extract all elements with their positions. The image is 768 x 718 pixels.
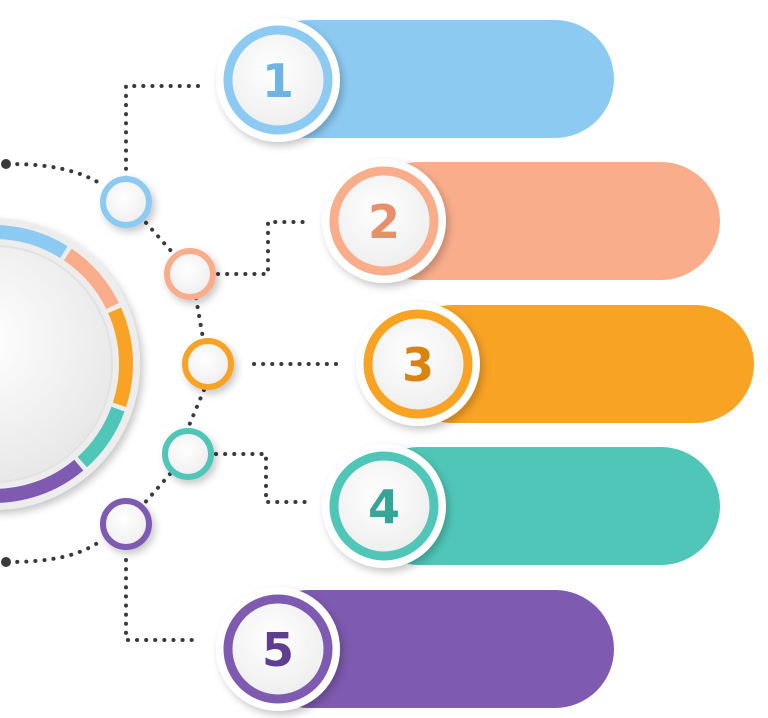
- step-4-number: 4: [368, 480, 400, 534]
- connector-3-to-4: [186, 388, 206, 430]
- step-5-bar: [250, 590, 614, 708]
- step-3-badge-ring: [363, 309, 473, 419]
- central-ring: [0, 218, 140, 510]
- connector-4-to-5: [140, 472, 172, 508]
- ring-segment-2: [63, 248, 119, 310]
- connector-2: [216, 220, 310, 276]
- small-node-5: [100, 498, 152, 550]
- connector-lines: [6, 84, 340, 642]
- small-node-4: [162, 428, 214, 480]
- step-1: 1: [216, 18, 614, 142]
- ring-segment-4: [77, 406, 125, 468]
- step-5-badge-ring: [223, 594, 333, 704]
- ring-segment-5: [0, 459, 84, 503]
- step-5-number: 5: [262, 623, 294, 677]
- step-3: 3: [356, 302, 754, 426]
- small-node-1: [100, 176, 152, 228]
- connector-endpoint-top: [1, 159, 11, 169]
- step-2-number: 2: [368, 195, 400, 249]
- connector-1-to-2: [138, 214, 174, 254]
- small-nodes: [100, 176, 234, 550]
- step-1-badge-ring: [223, 25, 333, 135]
- connector-top-left: [6, 162, 106, 188]
- connector-5: [124, 558, 198, 642]
- ring-segment-1: [0, 225, 68, 259]
- step-4: 4: [322, 444, 720, 568]
- step-4-badge-ring: [329, 451, 439, 561]
- step-2-bar: [360, 162, 720, 280]
- step-3-number: 3: [402, 338, 434, 392]
- ring-segment-3: [108, 307, 133, 407]
- small-node-3: [182, 338, 234, 390]
- step-1-number: 1: [262, 54, 294, 108]
- connector-1: [124, 84, 200, 186]
- connector-bottom-left: [6, 538, 104, 564]
- step-3-bar: [394, 305, 754, 423]
- connector-4: [214, 452, 308, 504]
- connector-2-to-3: [194, 296, 206, 346]
- central-disc: [0, 245, 113, 483]
- connector-endpoint-bottom: [1, 557, 11, 567]
- step-2: 2: [322, 159, 720, 283]
- small-node-2: [164, 248, 216, 300]
- step-5: 5: [216, 587, 614, 711]
- step-1-bar: [250, 20, 614, 138]
- step-4-bar: [360, 447, 720, 565]
- step-2-badge-ring: [329, 166, 439, 276]
